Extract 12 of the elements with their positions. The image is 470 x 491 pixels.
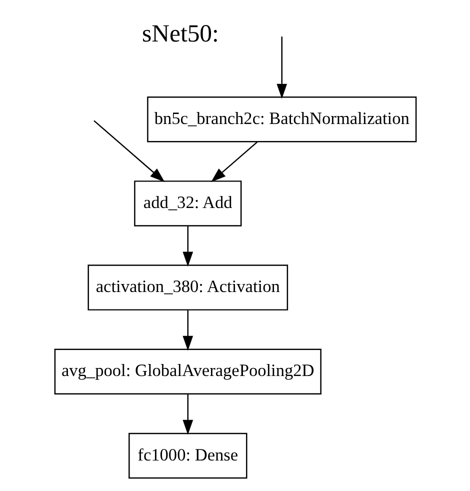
node-box: add_32: Add [134, 180, 242, 226]
arrow [182, 394, 193, 435]
node-box: activation_380: Activation [87, 264, 288, 310]
arrow [276, 36, 287, 99]
arrow [210, 142, 258, 182]
node-box: bn5c_branch2c: BatchNormalization [146, 96, 416, 142]
label: sNet50: [142, 20, 218, 48]
arrow [182, 226, 193, 267]
node-box: avg_pool: GlobalAveragePooling2D [54, 348, 321, 395]
node-box: fc1000: Dense [128, 432, 247, 479]
arrow [93, 120, 164, 182]
arrow [182, 310, 193, 351]
